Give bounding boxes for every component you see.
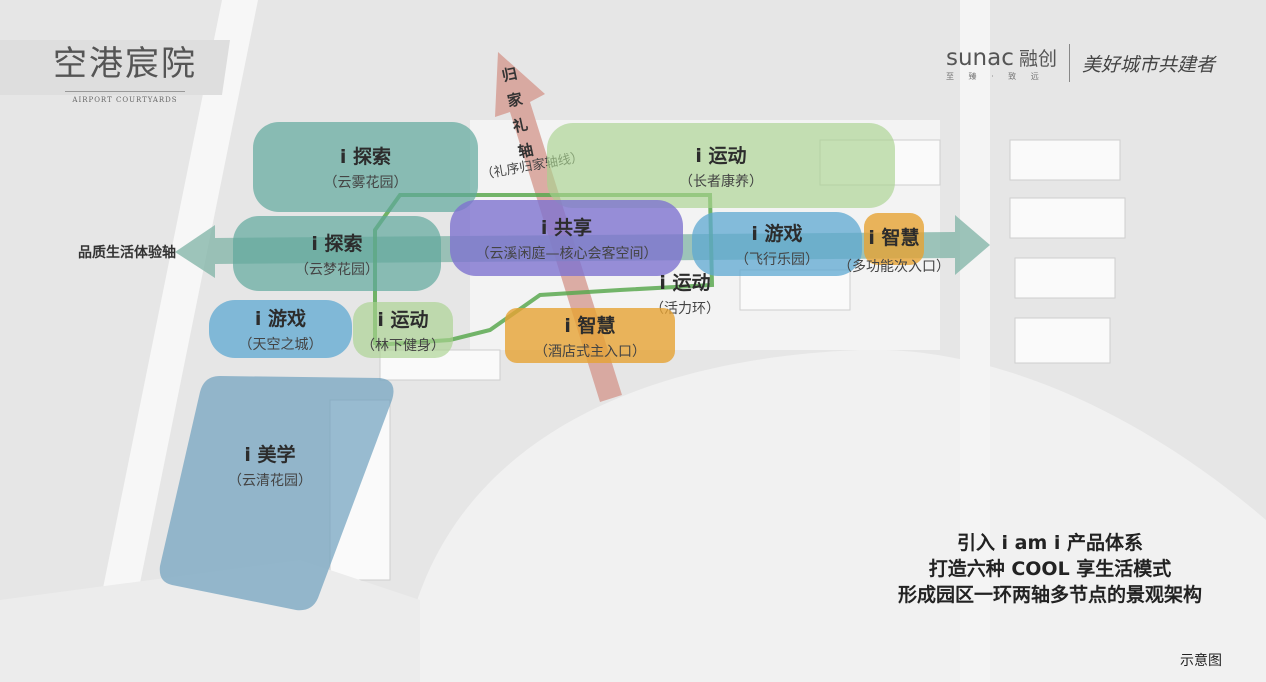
zone-subtitle: （林下健身） — [361, 338, 445, 354]
logo-divider — [65, 91, 185, 92]
brand-slogan: 美好城市共建者 — [1082, 53, 1216, 76]
brand-divider — [1069, 44, 1070, 82]
zone-title: i 运动 — [377, 309, 429, 331]
zone-game-flying[interactable]: i 游戏 （飞行乐园） — [692, 212, 862, 276]
zone-title: i 运动 — [695, 144, 747, 167]
zone-title: i 智慧 — [868, 227, 920, 249]
zone-subtitle: （多功能次入口） — [838, 259, 950, 275]
brand-name: sunac — [946, 45, 1014, 71]
zone-title: i 游戏 — [254, 308, 307, 330]
summary-text: 引入 i am i 产品体系 打造六种 COOL 享生活模式 形成园区一环两轴多… — [840, 530, 1260, 608]
zone-title: i 美学 — [244, 444, 296, 466]
footnote: 示意图 — [1180, 653, 1222, 669]
zone-sport-forest[interactable]: i 运动 （林下健身） — [353, 302, 453, 358]
zone-subtitle: （长者康养） — [679, 173, 763, 190]
zone-smart-side-entry[interactable]: i 智慧 （多功能次入口） — [838, 213, 950, 275]
zone-sport-elderly[interactable]: i 运动 （长者康养） — [547, 123, 895, 208]
zone-share-core[interactable]: i 共享 （云溪闲庭—核心会客空间） — [450, 200, 683, 276]
project-logo-en: Airport Courtyards — [72, 96, 178, 104]
project-logo: 空港宸院 Airport Courtyards — [40, 36, 210, 104]
life-axis-label: 品质生活体验轴 — [78, 245, 176, 261]
zone-title: i 探索 — [311, 232, 363, 255]
zone-subtitle: （云雾花园） — [323, 175, 408, 191]
zone-subtitle: （酒店式主入口） — [534, 343, 646, 360]
brand-name-cn: 融创 — [1018, 48, 1057, 70]
zone-title: i 智慧 — [564, 314, 616, 337]
zone-subtitle: （云梦花园） — [295, 261, 379, 278]
activity-loop — [373, 193, 715, 347]
brand-motto: 至 臻 · 致 远 — [946, 72, 1045, 81]
zone-explore-cloudmist[interactable]: i 探索 （云雾花园） — [253, 122, 478, 212]
zone-title: i 共享 — [540, 217, 593, 239]
zone-explore-clouddream[interactable]: i 探索 （云梦花园） — [233, 216, 441, 291]
zone-title: i 游戏 — [751, 223, 803, 245]
summary-line: 形成园区一环两轴多节点的景观架构 — [897, 584, 1202, 606]
zone-subtitle: （飞行乐园） — [735, 252, 819, 268]
summary-line: 引入 i am i 产品体系 — [956, 532, 1144, 554]
zone-subtitle: （云溪闲庭—核心会客空间） — [475, 246, 658, 262]
zone-title: i 运动 — [659, 272, 711, 294]
zone-title: i 探索 — [339, 146, 392, 168]
brand-logo: sunac 融创 至 臻 · 致 远 美好城市共建者 — [946, 44, 1215, 82]
zone-aesthetics-cloudclear[interactable]: i 美学 （云清花园） — [200, 435, 340, 495]
zone-subtitle: （云清花园） — [228, 473, 312, 489]
zone-smart-main-entry[interactable]: i 智慧 （酒店式主入口） — [505, 308, 675, 363]
summary-line: 打造六种 COOL 享生活模式 — [928, 558, 1172, 580]
zone-game-sky[interactable]: i 游戏 （天空之城） — [209, 300, 352, 358]
project-logo-cn: 空港宸院 — [53, 44, 197, 84]
zone-subtitle: （天空之城） — [238, 337, 323, 353]
